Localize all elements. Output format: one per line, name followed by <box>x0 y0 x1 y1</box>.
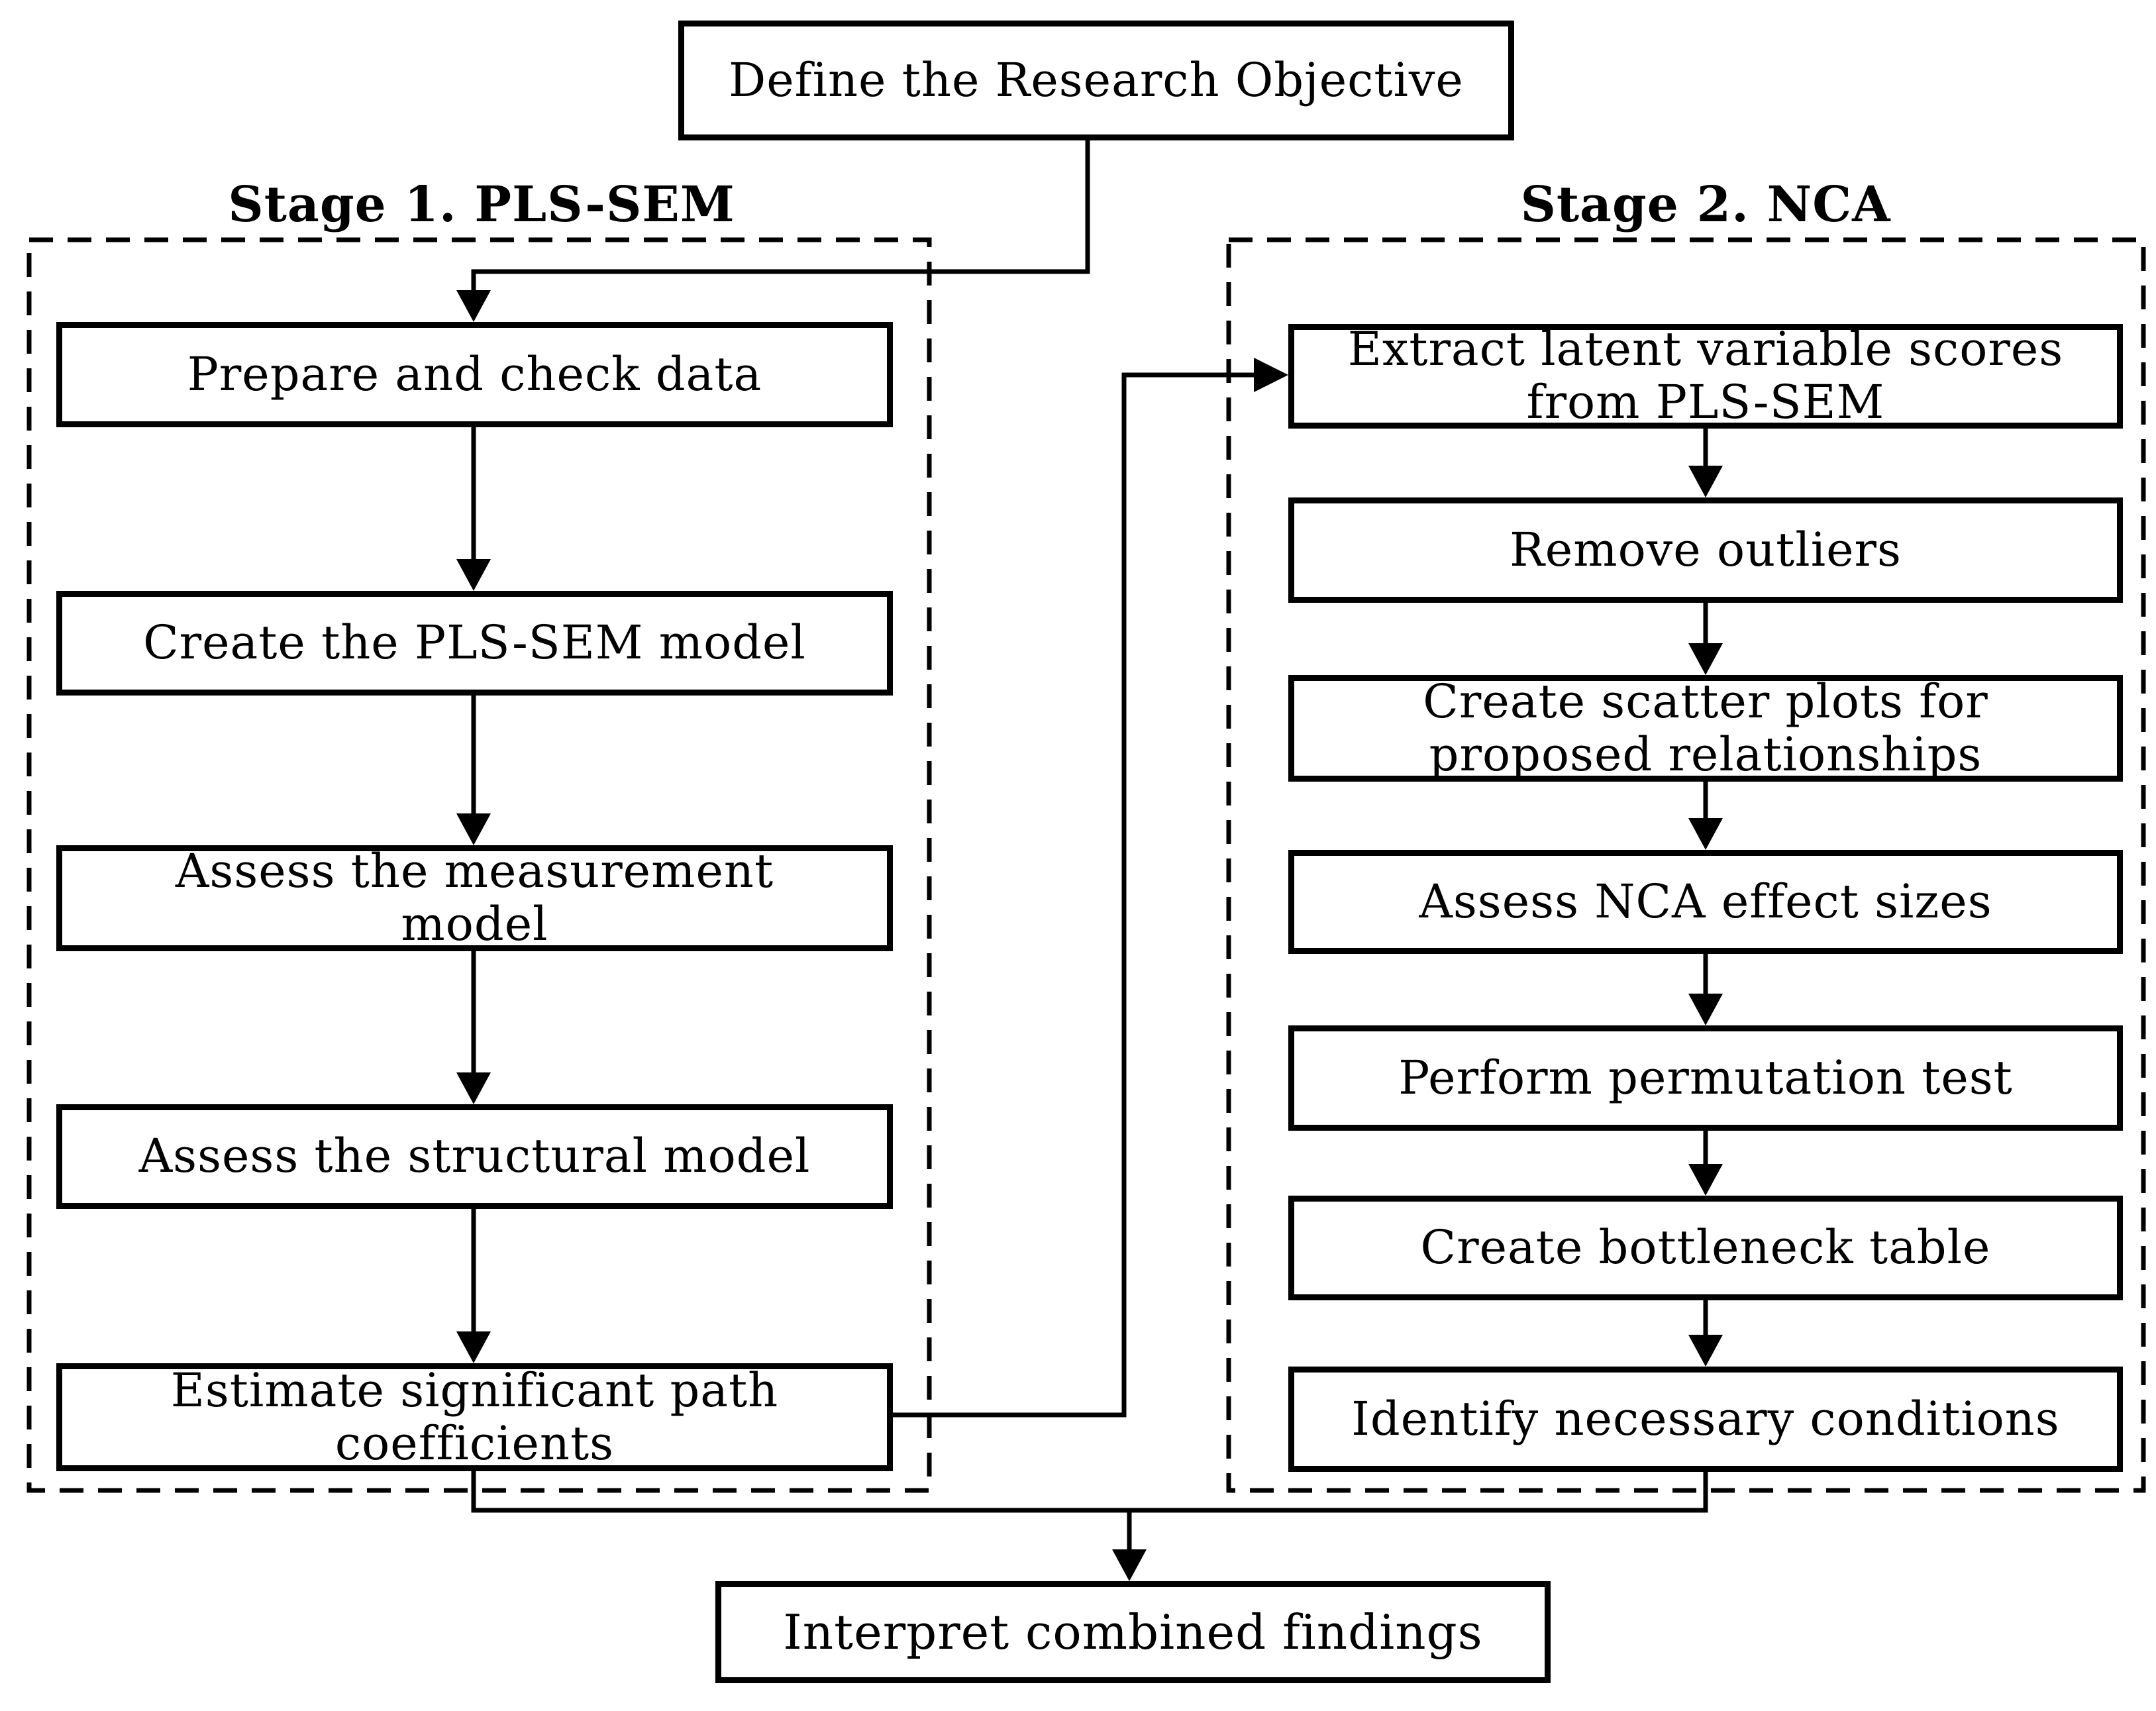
node-create-scatter-plots: Create scatter plots for proposed relati… <box>1288 675 2123 782</box>
arrowhead-into-scatter-plots <box>1688 643 1723 675</box>
connector-merge-stages <box>471 1471 1708 1513</box>
arrowhead-into-interpret <box>1112 1549 1147 1581</box>
node-prepare-check-data: Prepare and check data <box>56 322 893 427</box>
node-remove-outliers: Remove outliers <box>1288 497 2123 603</box>
node-estimate-path-coefficients: Estimate significant path coefficients <box>56 1363 893 1471</box>
arrowhead-into-create-model <box>456 559 491 591</box>
arrowhead-into-remove-outliers <box>1688 466 1723 497</box>
node-define-research-objective: Define the Research Objective <box>678 21 1514 140</box>
node-perform-permutation-test: Perform permutation test <box>1288 1025 2123 1131</box>
arrowhead-into-structural <box>456 1072 491 1104</box>
arrowhead-into-estimate <box>456 1331 491 1363</box>
node-assess-nca-effect-sizes: Assess NCA effect sizes <box>1288 850 2123 954</box>
node-assess-measurement-model: Assess the measurement model <box>56 845 893 951</box>
stage1-title: Stage 1. PLS-SEM <box>228 176 735 233</box>
node-extract-latent-scores: Extract latent variable scores from PLS-… <box>1288 323 2123 429</box>
arrowhead-into-identify <box>1688 1335 1723 1367</box>
connector-estimate-to-extract <box>893 372 1254 1418</box>
stage2-title: Stage 2. NCA <box>1520 176 1891 233</box>
node-identify-necessary-conditions: Identify necessary conditions <box>1288 1367 2123 1472</box>
node-create-pls-sem-model: Create the PLS-SEM model <box>56 591 893 696</box>
arrowhead-into-measurement <box>456 813 491 845</box>
arrowhead-into-effect-sizes <box>1688 818 1723 850</box>
arrowhead-into-permutation <box>1688 994 1723 1025</box>
arrowhead-into-extract <box>1254 358 1288 392</box>
node-create-bottleneck-table: Create bottleneck table <box>1288 1196 2123 1300</box>
node-assess-structural-model: Assess the structural model <box>56 1104 893 1209</box>
node-interpret-combined-findings: Interpret combined findings <box>715 1581 1551 1683</box>
arrowhead-into-prepare <box>456 290 491 322</box>
stage2-dashed-container <box>1226 237 2146 1493</box>
arrowhead-into-bottleneck <box>1688 1164 1723 1196</box>
connector-define-to-prepare <box>471 140 1090 290</box>
